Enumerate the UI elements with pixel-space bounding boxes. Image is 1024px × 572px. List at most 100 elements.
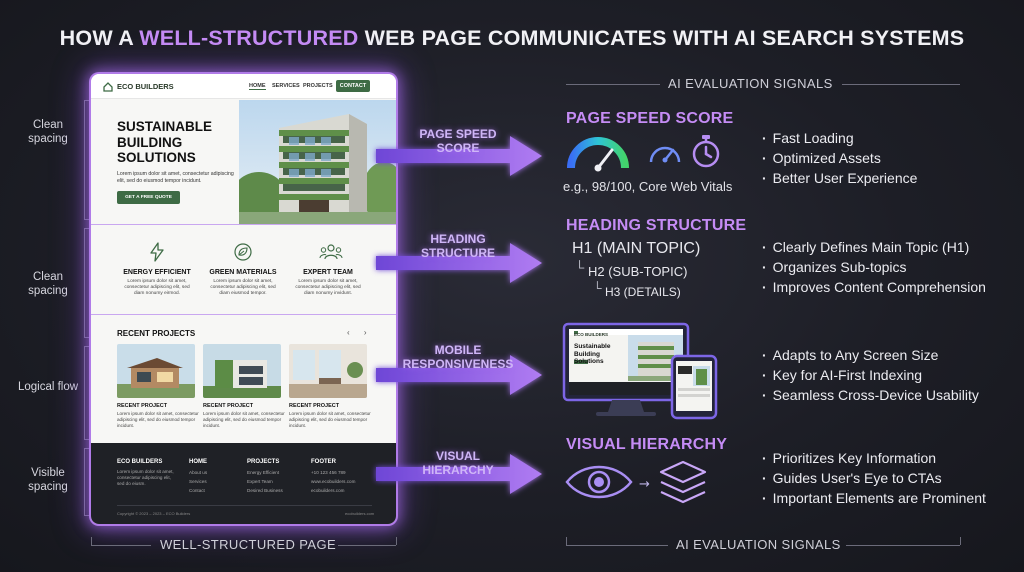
bullet: Better User Experience <box>762 168 918 188</box>
bracket-line <box>91 545 151 546</box>
heading-structure-title: HEADING STRUCTURE <box>566 217 747 234</box>
footer-brand-text: Lorem ipsum dolor sit amet, consectetur … <box>117 469 174 486</box>
bullet: Prioritizes Key Information <box>762 448 986 468</box>
footer-copyright: Copyright © 2023 – 2023 – ECO Builders <box>117 511 191 516</box>
feature-text-team: Lorem ipsum dolor sit amet, consectetur … <box>295 279 361 296</box>
bracket-1 <box>84 100 92 220</box>
page-footer: ECO BUILDERS Lorem ipsum dolor sit amet,… <box>91 443 396 524</box>
footer-website[interactable]: www.ecobuilders.com <box>311 479 356 484</box>
responsive-devices-icon <box>562 322 718 420</box>
infographic-title: HOW A WELL-STRUCTURED WEB PAGE COMMUNICA… <box>59 26 965 50</box>
page-navbar: ECO BUILDERS HOME SERVICES PROJECTS CONT… <box>91 74 396 99</box>
bullet: Improves Content Comprehension <box>762 277 986 297</box>
hero-text: Lorem ipsum dolor sit amet, consectetur … <box>117 171 234 184</box>
team-icon <box>319 244 343 260</box>
footer-link-contact[interactable]: Contact <box>189 488 205 493</box>
gauge-icon <box>567 137 629 172</box>
project-text-2: Lorem ipsum dolor sit amet, consectetur … <box>203 411 285 428</box>
nav-contact-button[interactable]: CONTACT <box>336 80 370 92</box>
bullet: Clearly Defines Main Topic (H1) <box>762 237 986 257</box>
bracket-cap <box>91 537 92 545</box>
bracket-cap <box>396 537 397 545</box>
house-logo-icon <box>103 82 113 92</box>
bracket-3 <box>84 346 92 440</box>
h2-line: H2 (SUB-TOPIC) <box>588 264 688 279</box>
feature-title-team: EXPERT TEAM <box>303 269 353 276</box>
section-divider <box>91 314 396 315</box>
label-line <box>842 84 960 85</box>
footer-right-text: ecobuilders.com <box>345 511 375 516</box>
hero-title: SUSTAINABLE BUILDING SOLUTIONS <box>117 119 213 165</box>
side-label-visible-spacing: Visible spacing <box>28 467 68 493</box>
bracket-line <box>846 545 960 546</box>
arrows-layer <box>376 136 542 494</box>
footer-link-services[interactable]: Services <box>189 479 207 484</box>
visual-bullets: Prioritizes Key Information Guides User'… <box>762 448 986 508</box>
nav-home[interactable]: HOME <box>249 83 266 90</box>
footer-email[interactable]: ecobuilders.com <box>311 488 345 493</box>
lightning-icon <box>150 242 164 262</box>
hero-building-image <box>239 100 396 224</box>
feature-text-energy: Lorem ipsum dolor sit amet, consectetur … <box>124 279 190 296</box>
h2-connector: └ <box>575 260 585 275</box>
project-name-3: RECENT PROJECT <box>289 403 340 409</box>
device-logo: ECO BUILDERS <box>574 332 609 337</box>
feature-title-energy: ENERGY EFFICIENT <box>123 269 191 276</box>
arrow-mobile <box>376 355 542 395</box>
bracket-line <box>338 545 396 546</box>
leaf-recycle-icon <box>234 243 252 261</box>
bullet: Optimized Assets <box>762 148 917 168</box>
arrow-heading <box>376 243 542 283</box>
project-image-2 <box>203 344 281 398</box>
h3-connector: └ <box>593 281 602 295</box>
footer-link-energy[interactable]: Energy Efficient <box>247 470 280 475</box>
bullet: Guides User's Eye to CTAs <box>762 468 986 488</box>
hero-quote-button[interactable]: GET A FREE QUOTE <box>117 191 180 204</box>
stopwatch-icon <box>692 135 720 168</box>
page-speed-bullets: Fast Loading Optimized Assets Better Use… <box>762 128 918 188</box>
page-speed-title: PAGE SPEED SCORE <box>566 110 734 127</box>
footer-link-business[interactable]: Desired Business <box>247 488 283 493</box>
arrow-visual <box>376 454 542 494</box>
project-name-2: RECENT PROJECT <box>203 403 254 409</box>
bullet: Adapts to Any Screen Size <box>762 345 979 365</box>
project-text-1: Lorem ipsum dolor sit amet, consectetur … <box>117 411 199 428</box>
footer-brand: ECO BUILDERS <box>117 459 163 465</box>
bracket-4 <box>84 448 92 516</box>
bullet: Key for AI-First Indexing <box>762 365 979 385</box>
project-image-3 <box>289 344 367 398</box>
h3-line: H3 (DETAILS) <box>605 285 681 299</box>
footer-home-heading: HOME <box>189 459 207 465</box>
footer-projects-heading: PROJECTS <box>247 459 280 465</box>
small-arrow-icon: → <box>639 477 650 492</box>
page-speed-caption: e.g., 98/100, Core Web Vitals <box>563 179 733 194</box>
well-structured-page-label: WELL-STRUCTURED PAGE <box>160 537 337 552</box>
ai-signals-top-label: AI EVALUATION SIGNALS <box>668 76 833 91</box>
page-logo: ECO BUILDERS <box>117 82 174 91</box>
bullet: Important Elements are Prominent <box>762 488 986 508</box>
feature-text-materials: Lorem ipsum dolor sit amet, consectetur … <box>210 279 276 296</box>
project-name-1: RECENT PROJECT <box>117 403 168 409</box>
bullet: Fast Loading <box>762 128 917 148</box>
projects-title: RECENT PROJECTS <box>117 329 196 338</box>
nav-services[interactable]: SERVICES <box>272 83 300 89</box>
side-label-clean-spacing-2: Clean spacing <box>28 271 68 297</box>
ai-signals-bottom-label: AI EVALUATION SIGNALS <box>676 537 841 552</box>
mobile-bullets: Adapts to Any Screen Size Key for AI-Fir… <box>762 345 979 405</box>
footer-footer-heading: FOOTER <box>311 459 336 465</box>
side-label-clean-spacing-1: Clean spacing <box>28 119 68 145</box>
footer-link-team[interactable]: Expert Team <box>247 479 273 484</box>
bullet: Seamless Cross-Device Usability <box>762 385 979 405</box>
label-line <box>566 84 660 85</box>
section-divider <box>91 224 396 225</box>
feature-title-materials: GREEN MATERIALS <box>209 269 277 276</box>
bracket-2 <box>84 228 92 338</box>
nav-projects[interactable]: PROJECTS <box>303 83 333 89</box>
bracket-line <box>566 545 668 546</box>
footer-phone: +10 123 456 789 <box>311 470 346 475</box>
footer-link-about[interactable]: About us <box>189 470 208 475</box>
heading-bullets: Clearly Defines Main Topic (H1) Organize… <box>762 237 986 297</box>
carousel-arrows[interactable]: ‹ › <box>347 328 373 337</box>
visual-hierarchy-title: VISUAL HIERARCHY <box>566 436 728 453</box>
